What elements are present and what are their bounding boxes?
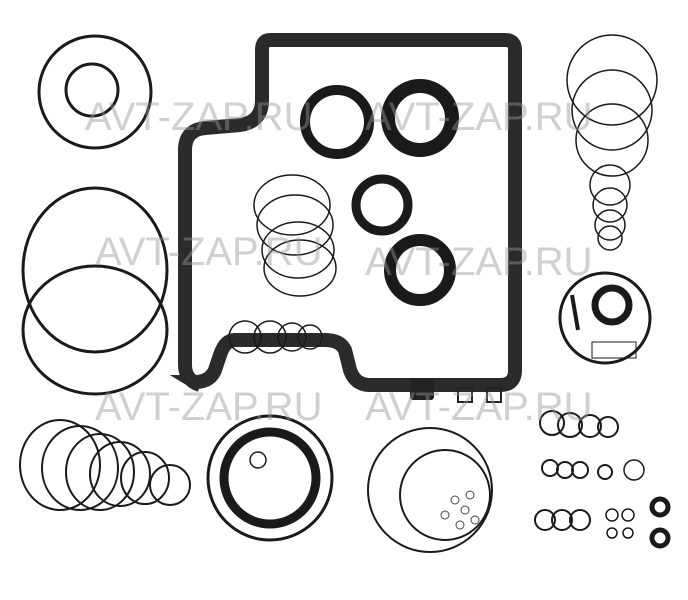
o-ring [19, 419, 101, 511]
o-ring [551, 509, 573, 531]
o-ring [623, 459, 645, 481]
piston-ring [256, 194, 334, 256]
o-ring [571, 69, 653, 151]
o-ring [571, 461, 589, 479]
o-ring [541, 459, 559, 477]
o-ring [367, 427, 493, 553]
o-ring [399, 449, 491, 541]
shaft-seal [384, 234, 456, 306]
o-ring [605, 508, 619, 522]
o-ring [41, 425, 119, 511]
watermark: AVT-ZAP.RU [85, 95, 312, 139]
o-ring [622, 527, 634, 539]
o-ring [557, 412, 583, 438]
small-ring [297, 324, 323, 350]
clips [410, 378, 502, 403]
o-ring [89, 441, 151, 507]
check-balls [440, 490, 480, 530]
o-ring [539, 410, 565, 436]
large-seal-ring [21, 186, 169, 354]
watermark: AVT-ZAP.RU [365, 95, 592, 139]
o-ring [606, 527, 618, 539]
o-ring [206, 414, 334, 542]
o-ring [592, 187, 628, 223]
o-ring [597, 225, 623, 251]
o-ring [578, 414, 602, 438]
o-ring [149, 464, 191, 506]
shaft-seal [351, 174, 413, 236]
shaft-seal [300, 85, 374, 159]
watermark: AVT-ZAP.RU [95, 385, 322, 429]
o-ring [65, 433, 135, 511]
o-ring [575, 103, 649, 177]
o-ring [569, 509, 591, 531]
shaft-seal [381, 79, 459, 157]
o-ring [534, 509, 556, 531]
o-ring [566, 34, 658, 126]
watermarks: AVT-ZAP.RU AVT-ZAP.RU AVT-ZAP.RU AVT-ZAP… [85, 95, 592, 429]
small-ring [253, 320, 287, 354]
watermark: AVT-ZAP.RU [365, 240, 592, 284]
o-ring [621, 508, 635, 522]
piston-ring [261, 221, 335, 279]
o-ring [558, 271, 652, 365]
o-ring [594, 209, 626, 241]
o-ring [597, 464, 613, 480]
small-seal [591, 284, 633, 326]
piston-ring [253, 174, 331, 236]
small-seal [649, 527, 671, 549]
gasket-plate [591, 341, 637, 359]
o-ring [597, 416, 619, 438]
small-ring [228, 320, 262, 354]
watermark: AVT-ZAP.RU [95, 230, 322, 274]
small-ring [277, 322, 307, 352]
piston-ring [263, 239, 337, 297]
large-seal-ring [21, 264, 169, 396]
small-seal [649, 496, 671, 518]
o-ring [64, 62, 120, 118]
small-ring [249, 451, 267, 469]
watermark: AVT-ZAP.RU [365, 385, 592, 429]
oil-pan-gasket [169, 33, 522, 392]
pin [570, 294, 580, 331]
seal [219, 427, 321, 529]
o-ring [556, 461, 574, 479]
o-ring [589, 164, 631, 206]
o-ring [37, 34, 153, 150]
o-ring [120, 451, 170, 505]
